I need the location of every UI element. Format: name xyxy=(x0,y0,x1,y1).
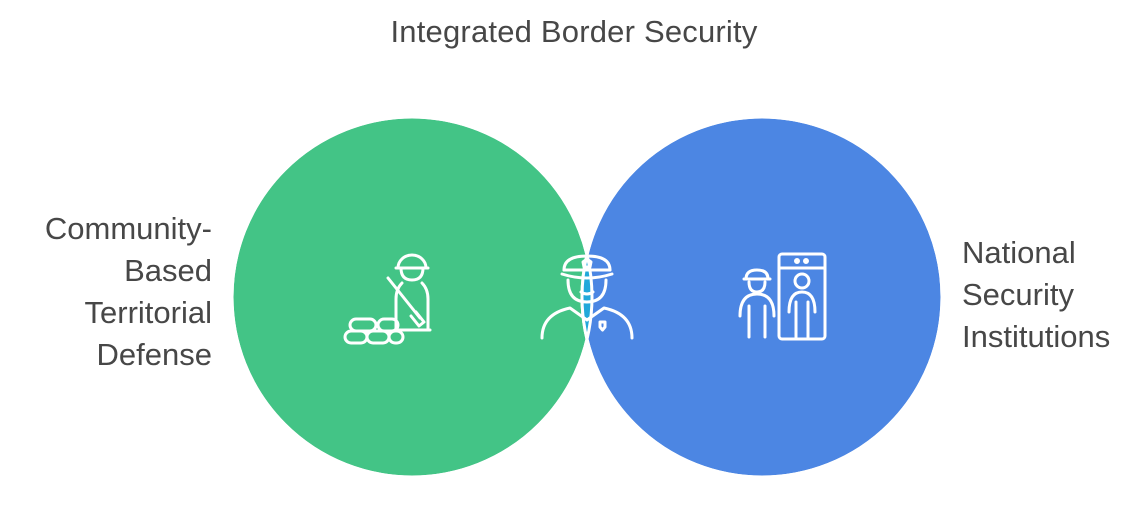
soldier-sandbag-icon xyxy=(343,253,432,345)
left-set-label-line: Based xyxy=(124,253,212,288)
left-set-circle xyxy=(230,115,594,479)
left-set-label-line: Territorial xyxy=(84,295,212,330)
right-set-label-line: Security xyxy=(962,277,1074,312)
security-scanner-icon xyxy=(738,252,827,341)
left-set-label-line: Defense xyxy=(96,337,212,372)
right-set-circle xyxy=(580,115,944,479)
left-set-label: Community- Based Territorial Defense xyxy=(0,208,212,376)
right-set-label: National Security Institutions xyxy=(962,232,1148,358)
police-officer-icon xyxy=(540,254,634,340)
right-set-label-line: National xyxy=(962,235,1076,270)
right-set-label-line: Institutions xyxy=(962,319,1111,354)
diagram-title: Integrated Border Security xyxy=(390,14,758,49)
left-set-label-line: Community- xyxy=(44,211,212,246)
